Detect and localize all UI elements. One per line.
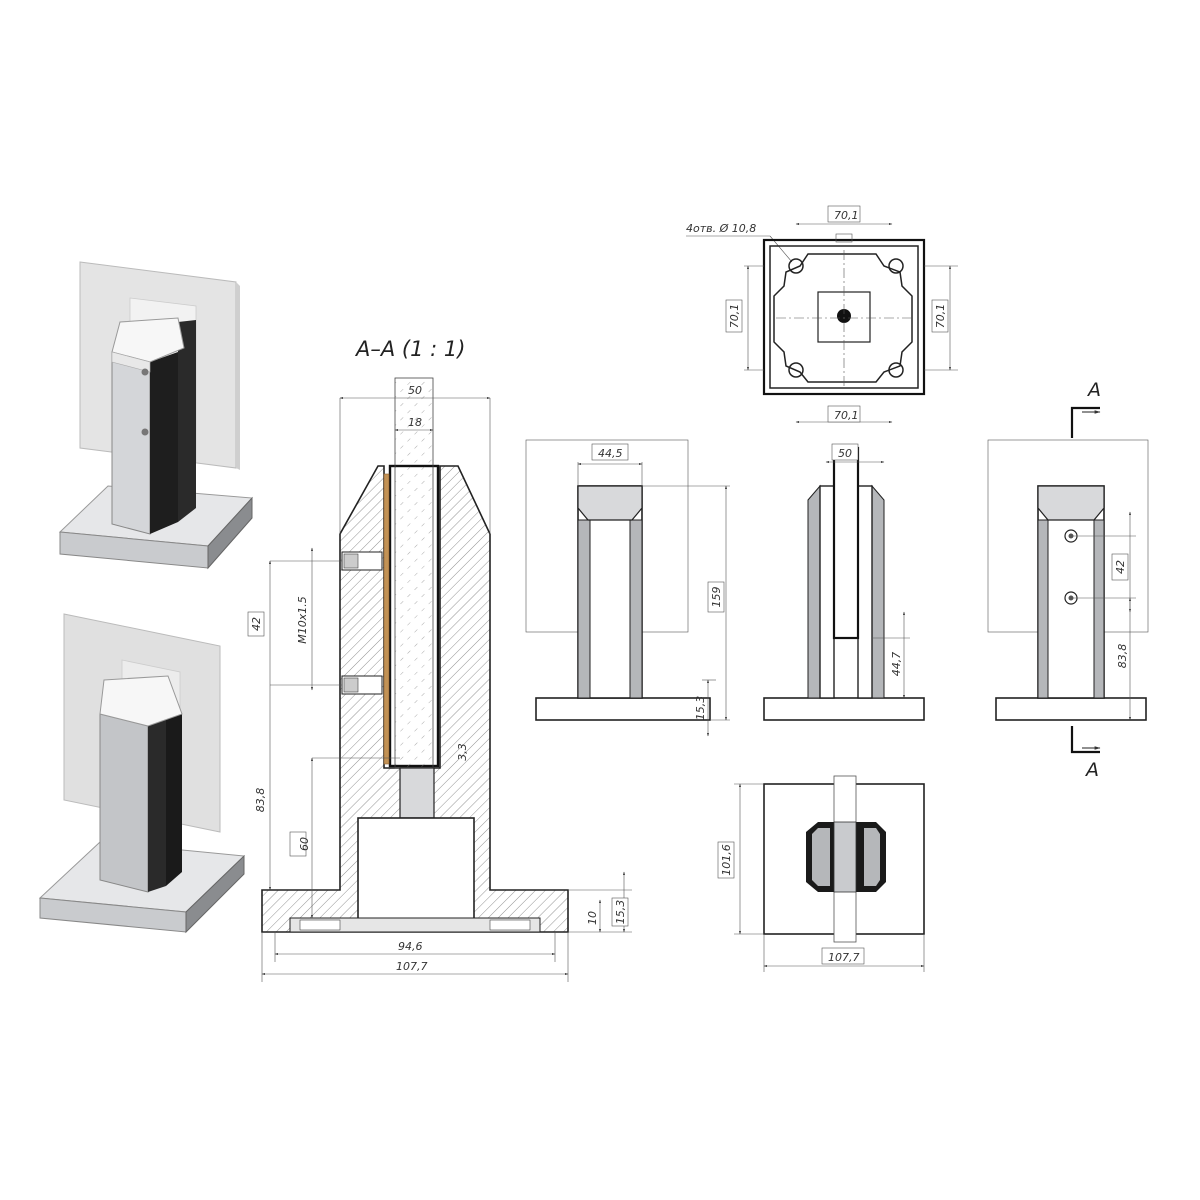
section-a-a: A–A (1 : 1) 50 18 <box>247 337 632 982</box>
section-mark-top: A <box>1086 379 1101 401</box>
right-view: 42 83,8 A A <box>987 379 1149 781</box>
gasket <box>383 473 390 765</box>
bottom-view: 101,6 107,7 <box>717 775 925 972</box>
dim-sect-recess: 60 <box>298 837 311 851</box>
glass-panel-side <box>832 446 860 640</box>
dim-front-base: 15,3 <box>694 696 707 721</box>
isometric-view-bottom <box>38 613 246 934</box>
dim-sect-height: 83,8 <box>254 788 267 813</box>
glass-panel-section <box>394 377 434 769</box>
dim-sect-slot: 18 <box>408 416 422 429</box>
dim-sect-plate: 10 <box>586 911 599 925</box>
bolt-lower <box>341 675 383 695</box>
dim-sect-bolt-spacing: 42 <box>250 617 263 631</box>
dim-sect-small: 3,3 <box>456 743 469 761</box>
dim-front-width: 44,5 <box>598 447 623 460</box>
dim-top-width-bottom: 70,1 <box>834 409 859 422</box>
dim-sect-base: 15,3 <box>614 900 627 925</box>
dim-top-width-top: 70,1 <box>834 209 859 222</box>
dim-side-width: 50 <box>838 447 852 460</box>
dim-sect-thread: M10x1.5 <box>296 596 309 644</box>
section-mark-bottom: A <box>1084 759 1099 781</box>
dim-sect-outer-width: 107,7 <box>396 960 428 973</box>
top-view: 4отв. Ø 10,8 70,1 70,1 70,1 70,1 <box>686 205 958 424</box>
dim-right-height: 83,8 <box>1116 644 1129 669</box>
holes-note: 4отв. Ø 10,8 <box>686 222 756 235</box>
section-title: A–A (1 : 1) <box>354 337 465 361</box>
dim-right-bolt-spacing: 42 <box>1114 560 1127 574</box>
bolt-upper <box>341 551 383 571</box>
dim-bottom-width: 107,7 <box>828 951 860 964</box>
dim-sect-inner-width: 94,6 <box>398 940 423 953</box>
side-view: 50 44,7 <box>763 443 925 721</box>
dim-bottom-height: 101,6 <box>720 844 733 876</box>
dim-front-height: 159 <box>710 587 723 608</box>
dim-side-slot-depth: 44,7 <box>890 652 903 677</box>
dim-top-height-left: 70,1 <box>728 304 741 329</box>
dim-sect-width: 50 <box>408 384 422 397</box>
front-view: 44,5 159 15,3 <box>525 439 730 737</box>
dim-top-height-right: 70,1 <box>934 304 947 329</box>
isometric-view-top <box>58 261 254 570</box>
